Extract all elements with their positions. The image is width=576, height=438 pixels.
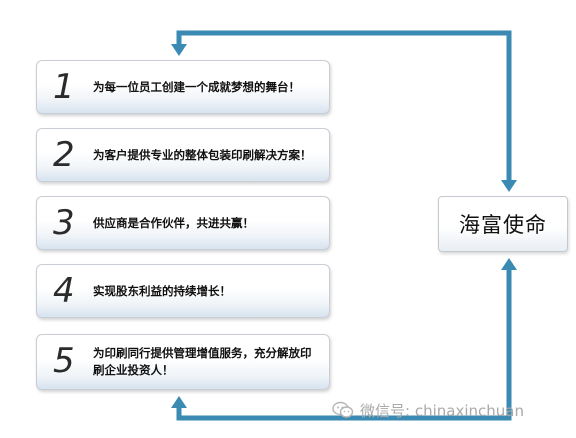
bottom-connector-line — [176, 266, 512, 421]
wechat-watermark: 微信号: chinaxinchuan — [332, 398, 524, 422]
item-text: 实现股东利益的持续增长！ — [93, 283, 231, 298]
mission-item-2: 2 为客户提供专业的整体包装印刷解决方案！ — [36, 128, 330, 182]
item-text: 供应商是合作伙伴，共进共赢！ — [93, 215, 254, 230]
item-number: 4 — [53, 271, 75, 311]
top-connector-line — [176, 30, 512, 184]
mission-center-label: 海富使命 — [459, 213, 547, 237]
item-text: 为客户提供专业的整体包装印刷解决方案！ — [93, 147, 312, 162]
mission-item-1: 1 为每一位员工创建一个成就梦想的舞台！ — [36, 60, 330, 114]
item-number: 1 — [53, 67, 75, 107]
item-text: 为每一位员工创建一个成就梦想的舞台！ — [93, 79, 300, 94]
bottom-left-arrowhead — [171, 396, 187, 408]
mission-center-box: 海富使命 — [438, 196, 568, 252]
mission-item-4: 4 实现股东利益的持续增长！ — [36, 264, 330, 318]
wechat-icon — [332, 401, 354, 418]
top-left-arrowhead — [171, 44, 187, 56]
item-text: 为印刷同行提供管理增值服务，充分解放印刷企业投资人！ — [93, 346, 312, 377]
item-number: 3 — [53, 203, 75, 243]
bottom-right-arrowhead — [501, 258, 517, 270]
item-number: 5 — [53, 341, 75, 381]
mission-item-5: 5 为印刷同行提供管理增值服务，充分解放印刷企业投资人！ — [36, 334, 330, 390]
mission-item-3: 3 供应商是合作伙伴，共进共赢！ — [36, 196, 330, 250]
item-number: 2 — [53, 135, 75, 175]
top-right-arrowhead — [501, 180, 517, 192]
watermark-label: 微信号: chinaxinchuan — [360, 401, 524, 420]
